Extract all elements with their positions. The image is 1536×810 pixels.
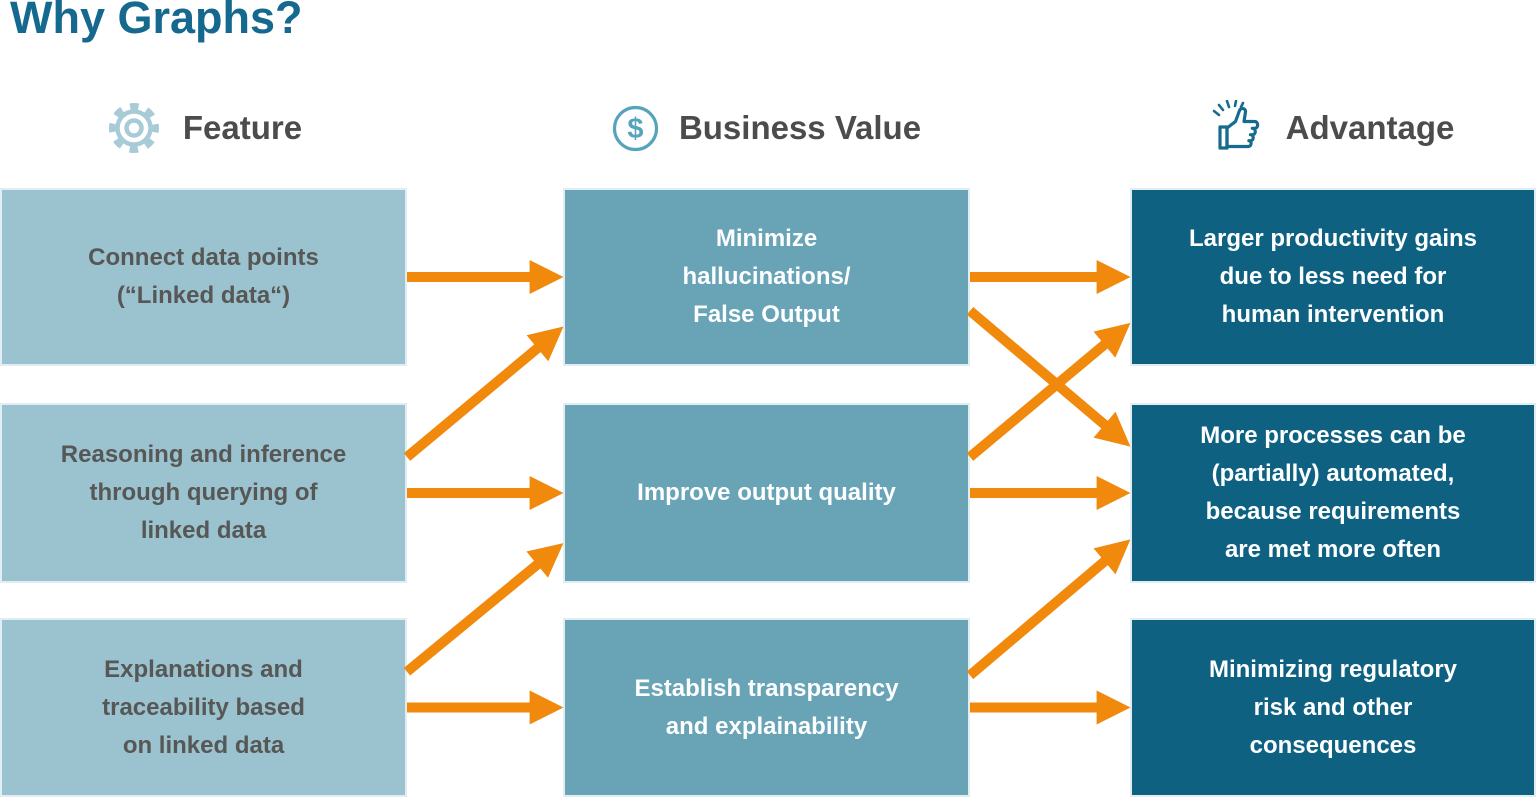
arrow-feature-3-to-value-2 <box>403 543 564 676</box>
column-header-label: Advantage <box>1285 109 1455 146</box>
advantage-box-1-text: Larger productivity gains due to less ne… <box>1188 225 1478 328</box>
feature-box-2-text: Reasoning and inference through querying… <box>60 441 347 544</box>
feature-box-3: Explanations and traceability based on l… <box>0 618 407 797</box>
feature-box-2: Reasoning and inference through querying… <box>0 403 407 583</box>
advantage-box-3-text: Minimizing regulatory risk and other con… <box>1208 655 1457 759</box>
advantage-box-1: Larger productivity gains due to less ne… <box>1130 188 1536 366</box>
column-header-feature: Feature <box>0 94 407 162</box>
column-header-business-value: $ Business Value <box>563 94 970 162</box>
page-title: Why Graphs? <box>10 0 303 43</box>
feature-box-1-text: Connect data points (“Linked data“) <box>88 244 319 309</box>
business-value-box-2-text: Improve output quality <box>637 479 896 506</box>
business-value-box-3-text: Establish transparency and explainabilit… <box>634 674 899 740</box>
column-header-advantage: Advantage <box>1130 94 1536 162</box>
column-header-label: Feature <box>182 109 303 146</box>
advantage-box-3: Minimizing regulatory risk and other con… <box>1130 618 1536 797</box>
dollar-circle-icon: $ <box>612 105 659 151</box>
business-value-box-1: Minimize hallucinations/ False Output <box>563 188 970 366</box>
arrow-feature-2-to-value-1 <box>403 326 564 461</box>
feature-box-3-text: Explanations and traceability based on l… <box>102 655 305 759</box>
feature-box-1: Connect data points (“Linked data“) <box>0 188 407 366</box>
business-value-box-2: Improve output quality <box>563 403 970 583</box>
advantage-box-2-text: More processes can be (partially) automa… <box>1200 422 1466 563</box>
arrow-value-1-to-advantage-2 <box>966 306 1131 447</box>
gear-icon <box>108 103 159 153</box>
dollar-glyph: $ <box>627 113 643 145</box>
arrow-value-3-to-advantage-2 <box>966 539 1131 680</box>
column-header-label: Business Value <box>678 109 922 146</box>
business-value-box-3: Establish transparency and explainabilit… <box>563 618 970 797</box>
advantage-box-2: More processes can be (partially) automa… <box>1130 403 1536 583</box>
arrow-value-2-to-advantage-1 <box>966 322 1131 461</box>
thumbs-up-icon <box>1212 100 1259 150</box>
business-value-box-1-text: Minimize hallucinations/ False Output <box>682 225 851 328</box>
